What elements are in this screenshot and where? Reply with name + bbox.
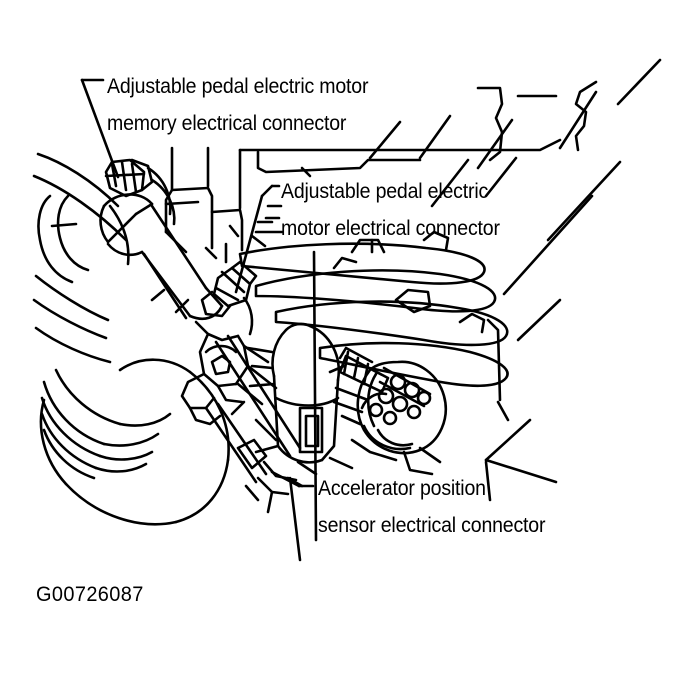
left-hose-curves xyxy=(32,152,130,364)
figure-reference-code: G00726087 xyxy=(36,583,144,606)
motor-electrical-connector xyxy=(200,260,258,336)
callout-line-1: Adjustable pedal electric motor xyxy=(107,75,369,98)
callout-adjustable-pedal-motor-electrical: Adjustable pedal electric motor electric… xyxy=(281,173,500,247)
pedal-linkage-bracket xyxy=(180,320,278,426)
accelerator-pedal-pad xyxy=(39,358,230,526)
callout-line-1: Adjustable pedal electric xyxy=(281,180,489,203)
misc-detail-lines xyxy=(150,224,354,514)
callout-line-2: memory electrical connector xyxy=(107,112,347,135)
motor-memory-connector xyxy=(104,158,176,226)
pedal-arm-housing xyxy=(246,322,341,464)
pedal-boot-bellows xyxy=(40,368,172,480)
callout-line-2: motor electrical connector xyxy=(281,217,500,240)
callout-adjustable-pedal-motor-memory: Adjustable pedal electric motor memory e… xyxy=(107,68,368,142)
callout-line-1: Accelerator position xyxy=(318,477,486,500)
callout-accelerator-position-sensor: Accelerator position sensor electrical c… xyxy=(318,470,545,544)
accelerator-position-sensor-connector xyxy=(328,346,447,476)
background-structure-lines xyxy=(238,58,662,562)
callout-line-2: sensor electrical connector xyxy=(318,514,546,537)
